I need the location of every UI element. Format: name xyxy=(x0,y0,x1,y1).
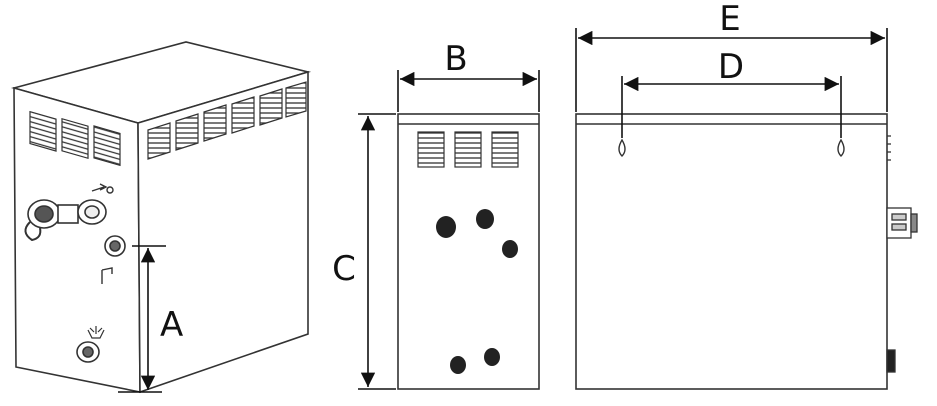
side-panel-vents xyxy=(417,131,519,168)
front-view xyxy=(575,113,918,390)
dimension-a xyxy=(118,245,166,393)
unit-right-face xyxy=(137,70,309,394)
steam-outlet-fitting xyxy=(24,199,107,242)
dimension-b xyxy=(397,70,540,112)
front-vents xyxy=(29,110,121,167)
isometric-view xyxy=(10,41,312,394)
drain-fitting xyxy=(76,341,100,363)
side-fittings xyxy=(886,135,918,373)
label-a: A xyxy=(160,305,183,345)
water-inlet-fitting xyxy=(104,235,126,257)
drain-icon xyxy=(87,326,105,339)
side-vents xyxy=(147,81,307,160)
side-view xyxy=(397,113,540,390)
label-e: E xyxy=(719,0,740,39)
dimension-d xyxy=(621,76,842,138)
label-d: D xyxy=(718,47,744,87)
steam-icon xyxy=(91,183,114,194)
faucet-icon xyxy=(101,267,113,284)
dimension-c xyxy=(358,113,396,390)
front-panel xyxy=(575,113,888,390)
label-c: C xyxy=(332,249,356,289)
dimension-e xyxy=(575,28,888,112)
connection-ports xyxy=(436,209,518,374)
mounting-holes xyxy=(618,138,845,157)
label-b: B xyxy=(444,39,467,79)
